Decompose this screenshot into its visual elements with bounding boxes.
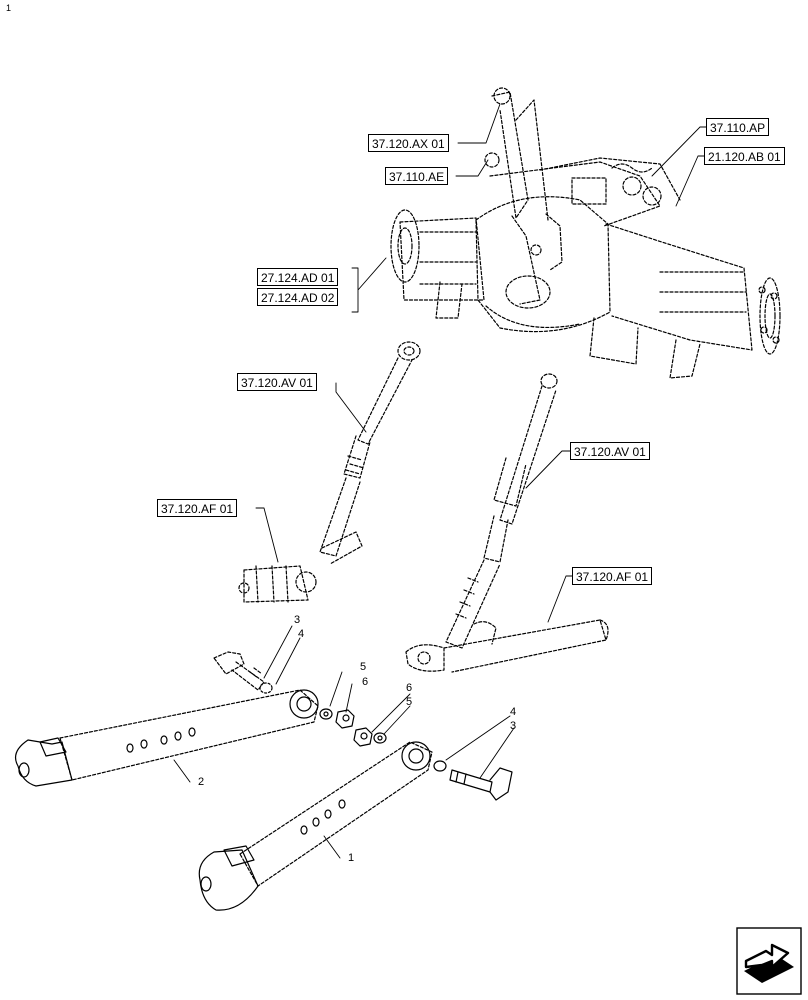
item-number-4-left[interactable]: 4 — [298, 628, 305, 640]
ref-label-37-110-ap[interactable]: 37.110.AP — [706, 118, 770, 136]
pin-left — [213, 651, 265, 691]
pin-right — [449, 767, 513, 801]
page-number: 1 — [6, 3, 12, 13]
item-number-1[interactable]: 1 — [348, 852, 355, 864]
item-number-4-right[interactable]: 4 — [510, 706, 517, 718]
ref-label-27-124-ad-01[interactable]: 27.124.AD 01 — [257, 268, 339, 286]
item-number-3-right[interactable]: 3 — [510, 720, 517, 732]
item-number-3-left[interactable]: 3 — [294, 614, 301, 626]
item-number-2[interactable]: 2 — [198, 776, 205, 788]
ref-label-27-124-ad-02[interactable]: 27.124.AD 02 — [257, 288, 339, 306]
item-number-6-centre-left[interactable]: 6 — [362, 676, 369, 688]
next-page-arrow-icon[interactable] — [736, 927, 802, 995]
washer-left — [259, 682, 273, 694]
upper-link-bracket — [484, 87, 563, 305]
ref-label-37-110-ae[interactable]: 37.110.AE — [385, 167, 449, 185]
item-number-6-centre-right[interactable]: 6 — [406, 682, 413, 694]
rear-axle-housing — [390, 157, 781, 379]
washers-and-nuts — [319, 708, 387, 747]
lower-link-1 — [198, 741, 433, 911]
item-number-5-centre-right[interactable]: 5 — [406, 696, 413, 708]
leader-lines — [173, 103, 707, 859]
ref-label-21-120-ab-01[interactable]: 21.120.AB 01 — [704, 147, 785, 165]
ref-label-37-120-af-01-left[interactable]: 37.120.AF 01 — [157, 499, 238, 517]
lift-rod-right — [405, 373, 609, 673]
ref-label-37-120-ax-01[interactable]: 37.120.AX 01 — [368, 134, 449, 152]
washer-right — [433, 760, 447, 772]
ref-label-37-120-av-01-right[interactable]: 37.120.AV 01 — [570, 442, 650, 460]
ref-label-37-120-af-01-right[interactable]: 37.120.AF 01 — [572, 567, 653, 585]
ref-label-37-120-av-01-left[interactable]: 37.120.AV 01 — [237, 373, 317, 391]
lift-rod-left — [238, 341, 421, 603]
item-number-5-centre-left[interactable]: 5 — [360, 661, 367, 673]
lower-link-2 — [15, 689, 319, 787]
